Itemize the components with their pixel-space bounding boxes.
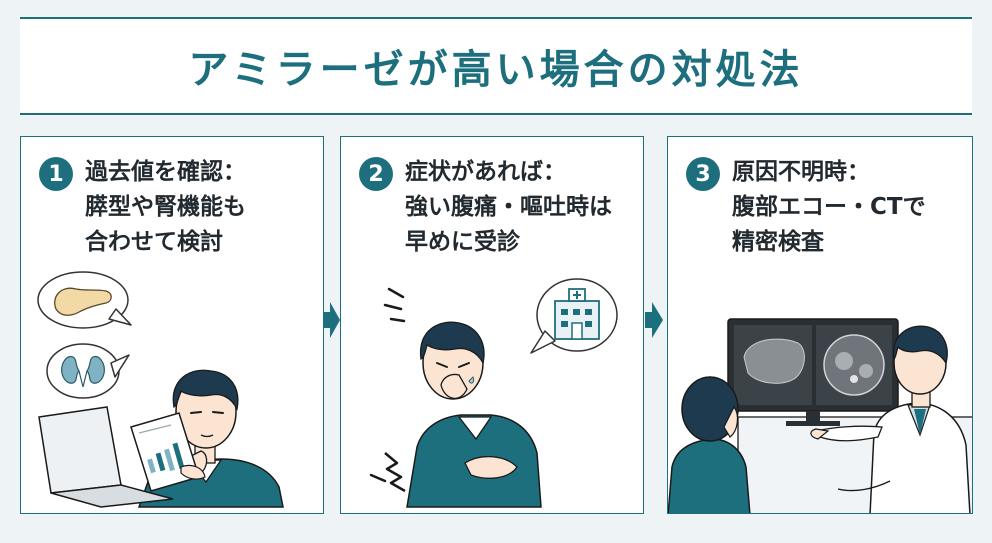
kidney-icon bbox=[46, 343, 130, 399]
laptop-icon bbox=[38, 406, 174, 508]
sick-man-figure bbox=[406, 321, 542, 508]
step-text-line: 膵型や腎機能も bbox=[85, 194, 246, 220]
step3-illustration bbox=[668, 318, 972, 513]
step-number-badge: 3 bbox=[686, 157, 720, 191]
step-text-line: 早めに受診 bbox=[405, 229, 520, 255]
step-header-2: 2 症状があれば： 強い腹痛・嘔吐時は 早めに受診 bbox=[359, 155, 612, 260]
hospital-icon bbox=[530, 278, 618, 354]
step-text-line: 原因不明時： bbox=[732, 159, 870, 185]
worry-marks-icon bbox=[383, 287, 406, 323]
step-text-line: 合わせて検討 bbox=[85, 229, 223, 255]
patient-icon bbox=[668, 376, 751, 513]
page-title: アミラーゼが高い場合の対処法 bbox=[188, 47, 804, 93]
step-number-badge: 1 bbox=[39, 157, 73, 191]
step-text-line: 精密検査 bbox=[732, 229, 824, 255]
man-figure bbox=[137, 369, 284, 508]
step-number-badge: 2 bbox=[359, 157, 393, 191]
step-header-1: 1 過去値を確認： 膵型や腎機能も 合わせて検討 bbox=[39, 155, 246, 260]
step-panel-2: 2 症状があれば： 強い腹痛・嘔吐時は 早めに受診 bbox=[340, 136, 644, 514]
ct-monitor-icon bbox=[727, 318, 899, 426]
step-text-line: 強い腹痛・嘔吐時は bbox=[405, 194, 612, 220]
step-text-line: 腹部エコー・CTで bbox=[732, 194, 926, 220]
step-panel-3: 3 原因不明時： 腹部エコー・CTで 精密検査 bbox=[667, 136, 973, 514]
step-panel-1: 1 過去値を確認： 膵型や腎機能も 合わせて検討 bbox=[20, 136, 324, 514]
title-banner: アミラーゼが高い場合の対処法 bbox=[20, 17, 972, 115]
report-chart-icon bbox=[130, 412, 206, 492]
step-header-3: 3 原因不明時： 腹部エコー・CTで 精密検査 bbox=[686, 155, 926, 260]
step-text-line: 過去値を確認： bbox=[85, 159, 246, 185]
pain-mark-icon bbox=[369, 452, 406, 493]
step-text-line: 症状があれば： bbox=[405, 159, 566, 185]
step2-illustration bbox=[369, 278, 618, 508]
step1-illustration bbox=[37, 271, 284, 508]
pancreas-icon bbox=[37, 271, 132, 329]
arrow-icon bbox=[645, 302, 663, 338]
doctor-icon bbox=[810, 325, 971, 513]
arrow-icon bbox=[324, 302, 340, 338]
